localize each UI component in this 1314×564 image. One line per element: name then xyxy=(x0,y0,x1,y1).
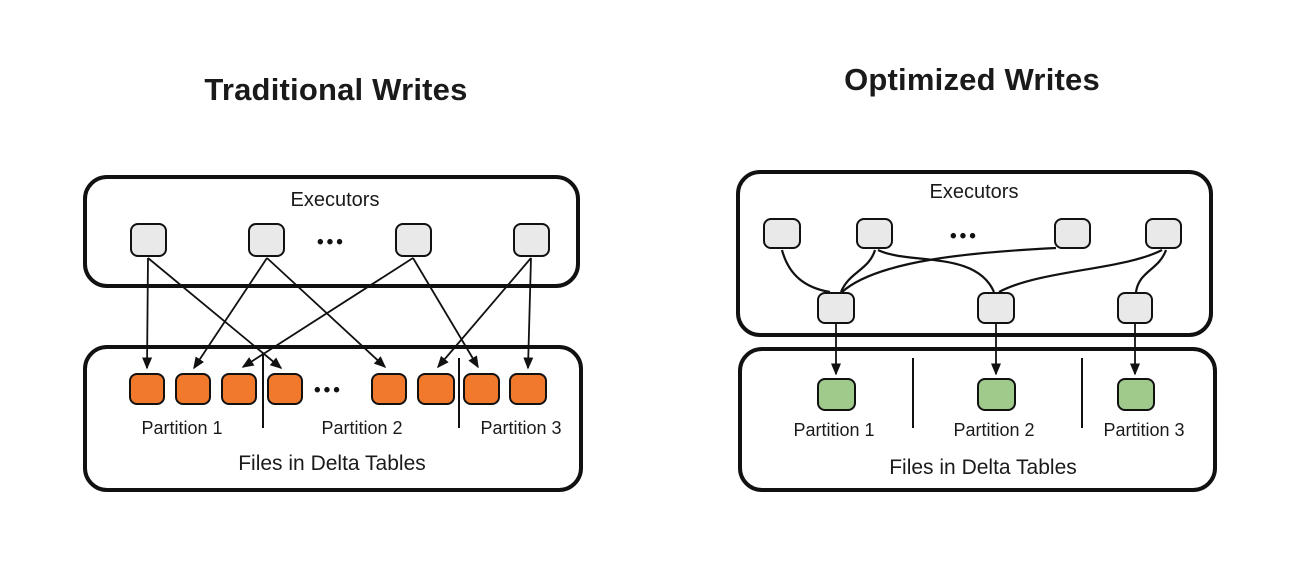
left-executor-box xyxy=(513,223,550,257)
traditional-file-box xyxy=(221,373,257,405)
right-executor-box xyxy=(1145,218,1182,249)
traditional-file-box xyxy=(175,373,211,405)
curve-exec2-merge1 xyxy=(839,249,877,293)
right-merge-box xyxy=(977,292,1015,324)
left-partition-1-label: Partition 1 xyxy=(141,418,223,438)
optimized-writes-title: Optimized Writes xyxy=(844,62,1100,97)
right-executors-ellipsis: ••• xyxy=(950,226,979,247)
arrow-exec2-file2 xyxy=(193,257,268,370)
traditional-file-box xyxy=(463,373,500,405)
arrow-exec1-file1 xyxy=(142,257,153,370)
right-partition-3-label: Partition 3 xyxy=(1103,420,1185,440)
traditional-file-box xyxy=(371,373,407,405)
right-executor-box xyxy=(1054,218,1091,249)
right-executor-box xyxy=(763,218,801,249)
left-partition-3-label: Partition 3 xyxy=(480,418,562,438)
right-executors-box xyxy=(736,170,1213,337)
left-executor-box xyxy=(395,223,432,257)
optimized-file-box xyxy=(817,378,856,411)
right-executors-label: Executors xyxy=(929,181,1019,203)
arrow-exec4-file8 xyxy=(523,257,534,370)
right-executor-box xyxy=(856,218,893,249)
arrow-exec2-file5 xyxy=(266,257,387,369)
right-files-caption: Files in Delta Tables xyxy=(889,456,1077,479)
curve-exec2-merge2 xyxy=(877,249,996,293)
arrow-exec3-file3 xyxy=(241,257,414,368)
left-partition-2-label: Partition 2 xyxy=(321,418,403,438)
right-partition-2-label: Partition 2 xyxy=(953,420,1035,440)
left-executor-box xyxy=(248,223,285,257)
optimized-file-box xyxy=(1117,378,1155,411)
traditional-file-box xyxy=(417,373,455,405)
left-executor-box xyxy=(130,223,167,257)
curve-exec1-merge1 xyxy=(780,249,831,294)
left-files-ellipsis: ••• xyxy=(314,380,343,401)
right-files-box xyxy=(738,347,1217,492)
right-partition-1-label: Partition 1 xyxy=(793,420,875,440)
left-executors-box xyxy=(83,175,580,288)
optimized-file-box xyxy=(977,378,1016,411)
right-merge-box xyxy=(1117,292,1153,324)
traditional-writes-title: Traditional Writes xyxy=(204,72,468,107)
right-merge-box xyxy=(817,292,855,324)
traditional-file-box xyxy=(267,373,303,405)
arrow-exec3-file7 xyxy=(412,257,479,369)
left-files-box xyxy=(83,345,583,492)
arrow-exec4-file6 xyxy=(437,257,532,369)
curve-exec4-merge2 xyxy=(998,249,1163,293)
curve-exec4-merge3 xyxy=(1134,249,1168,293)
traditional-file-box xyxy=(129,373,165,405)
traditional-file-box xyxy=(509,373,547,405)
arrow-exec1-file4 xyxy=(147,257,283,369)
left-files-caption: Files in Delta Tables xyxy=(238,452,426,475)
left-executors-ellipsis: ••• xyxy=(317,232,346,253)
left-executors-label: Executors xyxy=(290,189,380,211)
